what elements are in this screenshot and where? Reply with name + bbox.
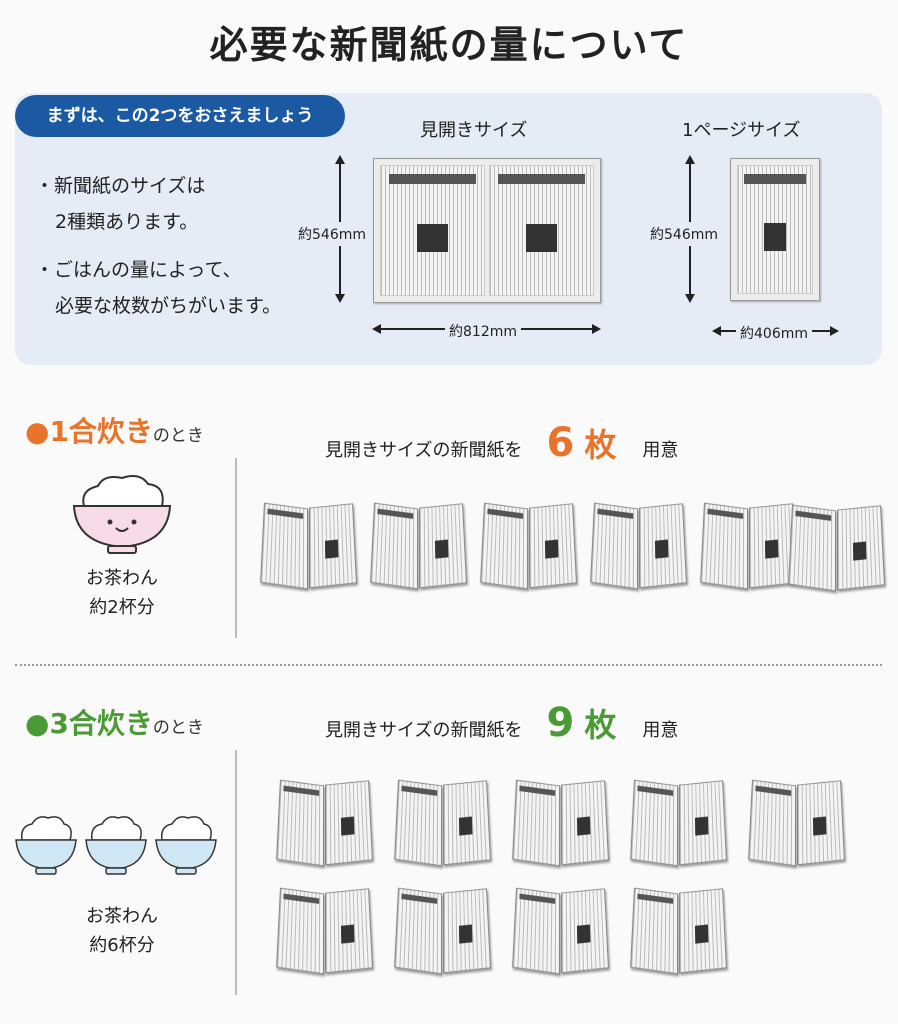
- arrow-down-icon: [685, 294, 695, 303]
- newspaper-icon: [590, 506, 686, 586]
- newspaper-icon: [630, 891, 726, 971]
- newspaper-icon: [370, 506, 466, 586]
- prepare-text: 用意: [642, 716, 678, 742]
- spread-height-label: 約546mm: [298, 222, 366, 246]
- arrow-right-icon: [592, 324, 601, 334]
- single-page-newspaper-image: [730, 158, 820, 301]
- sheet-unit: 枚: [584, 420, 616, 466]
- sheet-count: 9: [546, 700, 574, 746]
- section-separator: [15, 664, 882, 666]
- page-title: 必要な新聞紙の量について: [0, 14, 898, 69]
- section-1-divider: [235, 458, 237, 638]
- newspaper-icon: [748, 783, 844, 863]
- section-2-caption-line1: お茶わん: [62, 902, 182, 931]
- section-1-caption-line2: 約2杯分: [62, 593, 182, 622]
- newspaper-icon: [512, 891, 608, 971]
- section-1-caption: お茶わん約2杯分: [62, 564, 182, 622]
- section-1-heading: ●1合炊きのとき: [25, 410, 204, 450]
- newspaper-icon: [480, 506, 576, 586]
- newspaper-icon: [630, 783, 726, 863]
- rice-bowl-face-icon: [70, 470, 174, 560]
- bullet-2-line1: ・ごはんの量によって、: [35, 252, 281, 288]
- section-2-heading: ●3合炊きのとき: [25, 702, 204, 742]
- bullet-1-line1: ・新聞紙のサイズは: [35, 168, 205, 204]
- section-2-amount: 3合炊き: [49, 707, 152, 740]
- prepare-text: 用意: [642, 436, 678, 462]
- single-page-size-label: 1ページサイズ: [682, 116, 801, 142]
- section-2-caption: お茶わん約6杯分: [62, 902, 182, 960]
- instruction-text: 見開きサイズの新聞紙を: [325, 436, 522, 462]
- spread-width-label: 約812mm: [445, 319, 521, 343]
- section-1-amount: 1合炊き: [49, 415, 152, 448]
- newspaper-icon: [700, 506, 796, 586]
- newspaper-icon: [276, 783, 372, 863]
- sheet-unit: 枚: [584, 700, 616, 746]
- single-height-label: 約546mm: [650, 222, 718, 246]
- section-1-caption-line1: お茶わん: [62, 564, 182, 593]
- newspaper-icon: [394, 891, 490, 971]
- spread-size-label: 見開きサイズ: [420, 116, 527, 142]
- single-width-label: 約406mm: [736, 321, 812, 345]
- newspaper-icon: [276, 891, 372, 971]
- section-2-suffix: のとき: [153, 718, 204, 738]
- section-1-instruction: 見開きサイズの新聞紙を 6 枚 用意: [325, 420, 678, 466]
- newspaper-icon: [394, 783, 490, 863]
- section-1-suffix: のとき: [153, 426, 204, 446]
- section-2-divider: [235, 750, 237, 995]
- intro-pill: まずは、この2つをおさえましょう: [15, 95, 345, 137]
- sheet-count: 6: [546, 420, 574, 466]
- section-2-caption-line2: 約6杯分: [62, 931, 182, 960]
- arrow-right-icon: [830, 326, 839, 336]
- newspaper-icon: [512, 783, 608, 863]
- spread-newspaper-image: [373, 158, 601, 303]
- rice-bowl-icon: [84, 812, 148, 882]
- bullet-2-line2: 必要な枚数がちがいます。: [35, 288, 281, 324]
- rice-bowl-icon: [154, 812, 218, 882]
- section-2-instruction: 見開きサイズの新聞紙を 9 枚 用意: [325, 700, 678, 746]
- arrow-down-icon: [335, 294, 345, 303]
- newspaper-icon: [788, 508, 884, 588]
- bullet-1: ・新聞紙のサイズは2種類あります。: [35, 168, 205, 240]
- instruction-text: 見開きサイズの新聞紙を: [325, 716, 522, 742]
- bullet-2: ・ごはんの量によって、必要な枚数がちがいます。: [35, 252, 281, 324]
- bullet-1-line2: 2種類あります。: [35, 204, 205, 240]
- rice-bowl-icon: [14, 812, 78, 882]
- newspaper-icon: [260, 506, 356, 586]
